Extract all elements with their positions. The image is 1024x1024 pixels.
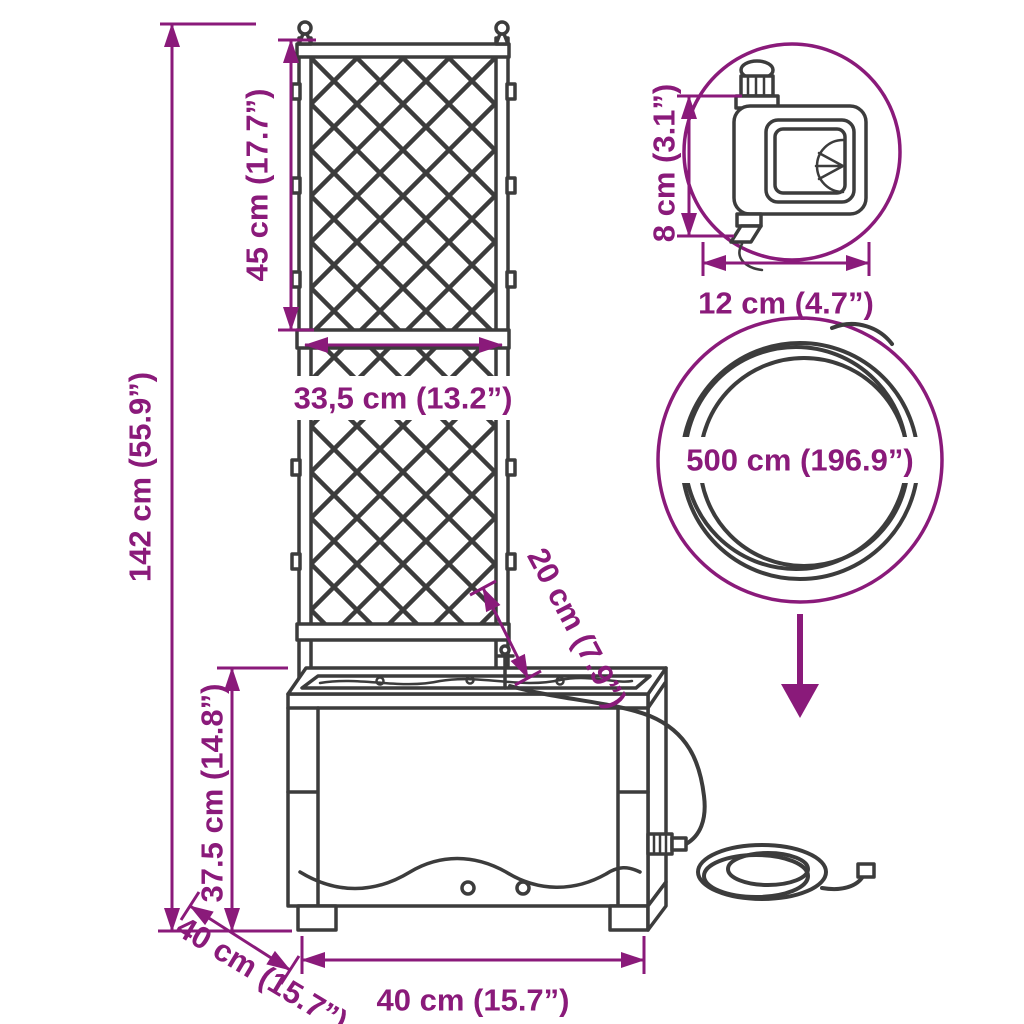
planter-height-label: 37.5 cm (14.8”)	[195, 684, 230, 903]
planter-drip-line	[318, 675, 634, 686]
dimension-trellis-height: 45 cm (17.7”)	[240, 38, 316, 332]
irrigation-hose-drawing	[508, 684, 876, 901]
hose-detail-circle	[656, 316, 944, 604]
trellis-rail-bottom	[295, 622, 511, 642]
hose-length-callout: 500 cm (196.9”)	[656, 316, 944, 604]
tap-connector	[646, 832, 688, 856]
hose-from-planter	[508, 684, 707, 846]
total-height-label: 142 cm (55.9”)	[123, 372, 158, 582]
timer-display-inner	[773, 127, 847, 195]
planter-foot-left	[296, 904, 338, 932]
timer-display	[764, 118, 856, 204]
planter-drain-hole	[460, 880, 476, 896]
dimension-planter-height: 37.5 cm (14.8”)	[195, 666, 288, 932]
trellis-height-label: 45 cm (17.7”)	[240, 89, 275, 282]
planter-skirt-wave	[298, 856, 642, 891]
down-arrow-icon	[781, 614, 819, 718]
trellis-rail-top	[295, 42, 511, 59]
water-timer-drawing	[729, 59, 868, 272]
trellis-lattice-top	[311, 58, 496, 330]
trellis-post-left	[297, 36, 313, 684]
dimension-timer-height: 8 cm (3.1”)	[647, 84, 742, 243]
dimension-planter-width: 40 cm (15.7”)	[300, 936, 646, 1018]
planter-foot-right	[608, 904, 650, 932]
hose-length-label: 500 cm (196.9”)	[686, 443, 913, 478]
hose-coil	[696, 843, 876, 901]
timer-width-label: 12 cm (4.7”)	[698, 286, 874, 321]
trellis-drawing	[290, 20, 517, 684]
trellis-post-right	[494, 36, 510, 684]
water-timer-callout	[682, 42, 902, 272]
planter-drawing	[286, 644, 668, 932]
planter-rim-band	[286, 681, 667, 710]
timer-height-label: 8 cm (3.1”)	[647, 84, 682, 243]
planter-width-label: 40 cm (15.7”)	[377, 983, 570, 1018]
trellis-width-label: 33,5 cm (13.2”)	[294, 381, 513, 416]
planter-corner-posts	[286, 706, 650, 908]
planter-front-face	[286, 692, 650, 908]
timer-dial	[814, 138, 845, 194]
dimension-timer-width: 12 cm (4.7”)	[698, 242, 874, 321]
planter-drain-hole	[515, 880, 531, 896]
trellis-finial-right	[494, 20, 510, 46]
dimension-trellis-width: 33,5 cm (13.2”)	[287, 337, 523, 420]
planter-foot-side	[646, 880, 668, 932]
